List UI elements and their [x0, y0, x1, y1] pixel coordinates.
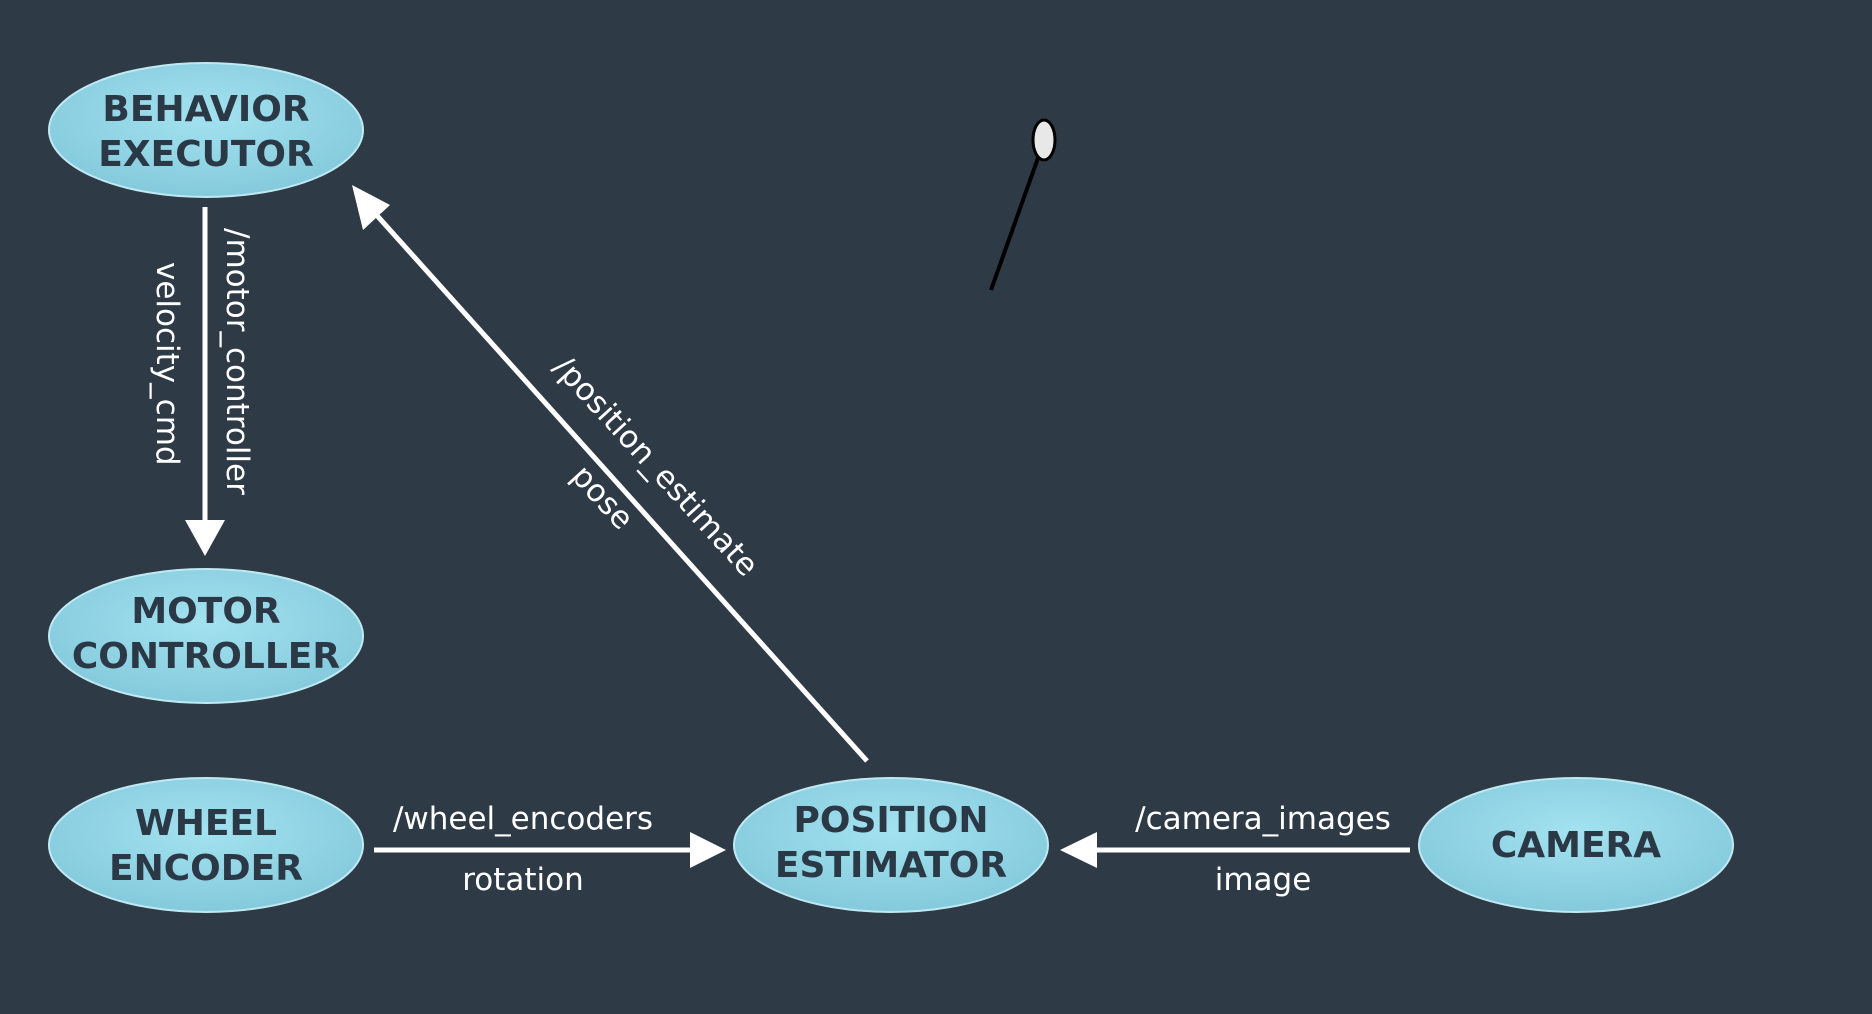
node-motor-controller: MOTOR CONTROLLER: [48, 568, 364, 704]
edge-wheel-encoders: /wheel_encoders rotation: [374, 801, 726, 898]
pointer-cursor-tip: [1031, 118, 1057, 162]
node-behavior-executor: BEHAVIOR EXECUTOR: [48, 62, 364, 198]
node-behavior-executor-label-line-2: EXECUTOR: [98, 134, 313, 175]
pointer-cursor-stick: [989, 157, 1040, 291]
edge-motor-controller-message: velocity_cmd: [149, 262, 185, 466]
edge-position-estimate-line: [370, 208, 869, 763]
node-wheel-encoder-shape: [48, 777, 364, 913]
edge-motor-controller-arrowhead: [185, 520, 225, 556]
node-camera-label: CAMERA: [1491, 825, 1661, 866]
node-motor-controller-shape: [48, 568, 364, 704]
node-position-estimator: POSITION ESTIMATOR: [733, 777, 1049, 913]
edge-camera-images: /camera_images image: [1060, 801, 1410, 898]
edge-camera-images-message: image: [1215, 862, 1312, 898]
node-wheel-encoder-label-line-2: ENCODER: [109, 848, 303, 889]
node-position-estimator-shape: [733, 777, 1049, 913]
edge-position-estimate-arrowhead: [352, 185, 390, 230]
edge-motor-controller-topic: /motor_controller: [219, 228, 255, 495]
edge-camera-images-topic: /camera_images: [1135, 801, 1391, 837]
edge-position-estimate-topic: /position_estimate: [546, 349, 765, 584]
node-wheel-encoder-label-line-1: WHEEL: [135, 803, 277, 844]
edge-wheel-encoders-topic: /wheel_encoders: [393, 801, 653, 837]
edge-wheel-encoders-arrowhead: [690, 832, 726, 868]
edge-camera-images-arrowhead: [1060, 832, 1097, 868]
node-wheel-encoder: WHEEL ENCODER: [48, 777, 364, 913]
edge-wheel-encoders-message: rotation: [462, 862, 584, 898]
node-position-estimator-label-line-1: POSITION: [794, 800, 989, 841]
node-camera: CAMERA: [1418, 777, 1734, 913]
node-behavior-executor-shape: [48, 62, 364, 198]
node-motor-controller-label-line-2: CONTROLLER: [72, 636, 340, 677]
node-behavior-executor-label-line-1: BEHAVIOR: [102, 89, 309, 130]
pointer-cursor-icon: [989, 118, 1057, 291]
node-camera-shape: [1418, 777, 1734, 913]
node-position-estimator-label-line-2: ESTIMATOR: [775, 845, 1007, 886]
node-motor-controller-label-line-1: MOTOR: [131, 591, 280, 632]
edge-position-estimate: /position_estimate pose: [352, 185, 869, 763]
edge-motor-controller: /motor_controller velocity_cmd: [149, 207, 255, 556]
